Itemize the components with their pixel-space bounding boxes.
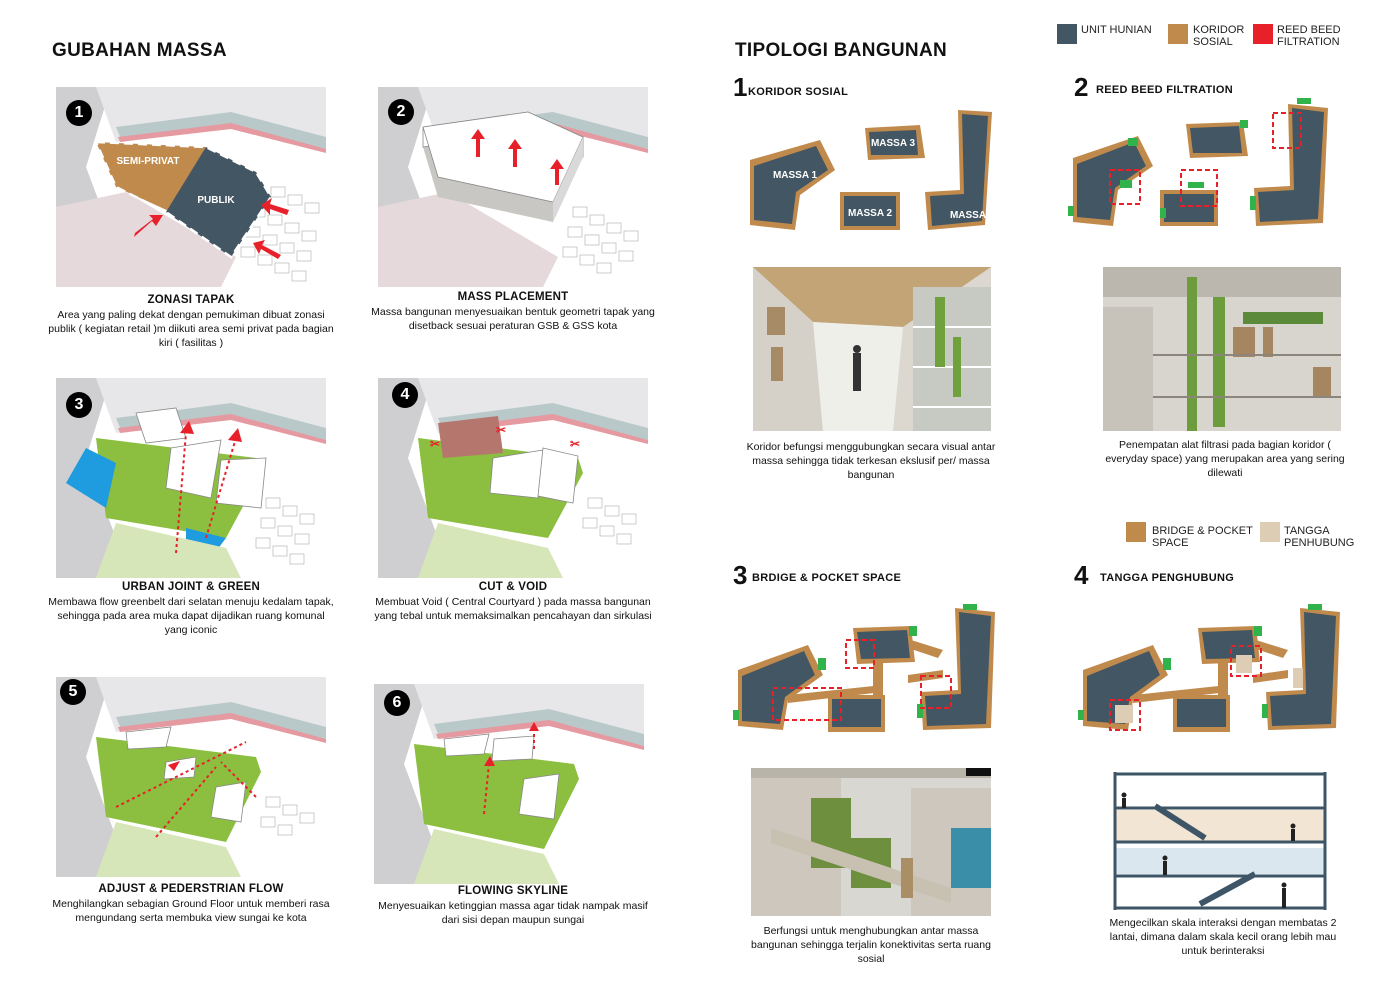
- step-caption-2: MASS PLACEMENT Massa bangunan menyesuaik…: [368, 290, 658, 333]
- legend-swatch-tangga: [1260, 522, 1280, 542]
- step-caption-6: FLOWING SKYLINE Menyesuaikan ketinggian …: [368, 884, 658, 927]
- type-title-3: BRDIGE & POCKET SPACE: [752, 572, 902, 584]
- svg-text:✂: ✂: [430, 437, 440, 451]
- plan-bridge-pocket: [733, 600, 1023, 740]
- step-text: Membawa flow greenbelt dari selatan menu…: [48, 596, 334, 636]
- massing-diagram-5: [56, 677, 326, 877]
- legend-label-reed-bed: REED BEED FILTRATION: [1277, 24, 1341, 48]
- step-caption-1: ZONASI TAPAK Area yang paling dekat deng…: [46, 293, 336, 350]
- svg-text:✂: ✂: [570, 437, 580, 451]
- step-heading: MASS PLACEMENT: [457, 291, 569, 303]
- plan-koridor-sosial: MASSA 1 MASSA 2 MASSA 3 MASSA 4: [740, 100, 1030, 240]
- svg-text:✂: ✂: [496, 423, 506, 437]
- step-text: Menghilangkan sebagian Ground Floor untu…: [52, 898, 330, 924]
- step-badge-5: 5: [60, 679, 86, 705]
- step-heading: ADJUST & PEDERSTRIAN FLOW: [98, 883, 284, 895]
- section-title-tipologi: TIPOLOGI BANGUNAN: [735, 40, 947, 61]
- mass-label-2: MASSA 2: [848, 208, 893, 219]
- step-badge-1: 1: [66, 100, 92, 126]
- section-title-gubahan-massa: GUBAHAN MASSA: [52, 40, 227, 61]
- type-caption-3: Berfungsi untuk menghubungkan antar mass…: [751, 925, 991, 965]
- step-text: Membuat Void ( Central Courtyard ) pada …: [374, 596, 652, 622]
- type-number-1: 1: [733, 72, 748, 102]
- type-title-4: TANGGA PENGHUBUNG: [1100, 572, 1235, 584]
- step-caption-4: CUT & VOID Membuat Void ( Central Courty…: [368, 580, 658, 623]
- step-badge-3: 3: [66, 392, 92, 418]
- legend-swatch-bridge: [1126, 522, 1146, 542]
- type-number-4: 4: [1074, 560, 1089, 590]
- legend-label-tangga: TANGGA PENHUBUNG: [1284, 525, 1355, 549]
- massing-diagram-1: SEMI-PRIVAT PUBLIK: [56, 87, 326, 287]
- massing-diagram-3: [56, 378, 326, 578]
- zone-label-semi-privat: SEMI-PRIVAT: [117, 156, 180, 167]
- type-caption-4: Mengecilkan skala interaksi dengan memba…: [1109, 917, 1337, 957]
- render-reed-bed-image: [1103, 267, 1341, 431]
- type-caption-2: Penempatan alat filtrasi pada bagian kor…: [1105, 439, 1345, 479]
- step-caption-3: URBAN JOINT & GREEN Membawa flow greenbe…: [46, 580, 336, 637]
- step-badge-6: 6: [384, 690, 410, 716]
- legend-label-koridor-sosial: KORIDOR SOSIAL: [1193, 24, 1245, 48]
- step-heading: FLOWING SKYLINE: [457, 885, 569, 897]
- step-heading: ZONASI TAPAK: [147, 294, 235, 306]
- step-text: Area yang paling dekat dengan pemukiman …: [48, 309, 334, 349]
- legend-label-unit-hunian: UNIT HUNIAN: [1081, 24, 1152, 36]
- zone-label-publik: PUBLIK: [197, 195, 235, 206]
- legend-label-bridge: BRIDGE & POCKET SPACE: [1152, 525, 1253, 549]
- mass-label-1: MASSA 1: [773, 170, 818, 181]
- step-heading: CUT & VOID: [478, 581, 548, 593]
- type-title-2: REED BEED FILTRATION: [1096, 84, 1233, 96]
- type-title-1: KORIDOR SOSIAL: [748, 86, 849, 98]
- legend-swatch-koridor-sosial: [1168, 24, 1188, 44]
- step-badge-4: 4: [392, 382, 418, 408]
- legend-swatch-unit-hunian: [1057, 24, 1077, 44]
- render-bridge-image: [751, 768, 991, 916]
- mass-label-4: MASSA 4: [950, 210, 995, 221]
- step-text: Massa bangunan menyesuaikan bentuk geome…: [371, 306, 655, 332]
- section-diagram-tangga: [1110, 770, 1330, 910]
- massing-diagram-4: ✂ ✂ ✂: [378, 378, 648, 578]
- massing-diagram-6: [374, 684, 644, 884]
- plan-reed-bed: [1068, 98, 1358, 238]
- type-number-2: 2: [1074, 72, 1089, 102]
- step-caption-5: ADJUST & PEDERSTRIAN FLOW Menghilangkan …: [46, 882, 336, 925]
- type-caption-1: Koridor befungsi menggubungkan secara vi…: [746, 441, 996, 481]
- massing-diagram-2: [378, 87, 648, 287]
- render-corridor-image: [753, 267, 991, 431]
- step-badge-2: 2: [388, 99, 414, 125]
- type-number-3: 3: [733, 560, 748, 590]
- step-text: Menyesuaikan ketinggian massa agar tidak…: [378, 900, 648, 926]
- mass-label-3: MASSA 3: [871, 138, 916, 149]
- step-heading: URBAN JOINT & GREEN: [122, 581, 260, 593]
- legend-swatch-reed-bed: [1253, 24, 1273, 44]
- plan-tangga: [1078, 600, 1368, 740]
